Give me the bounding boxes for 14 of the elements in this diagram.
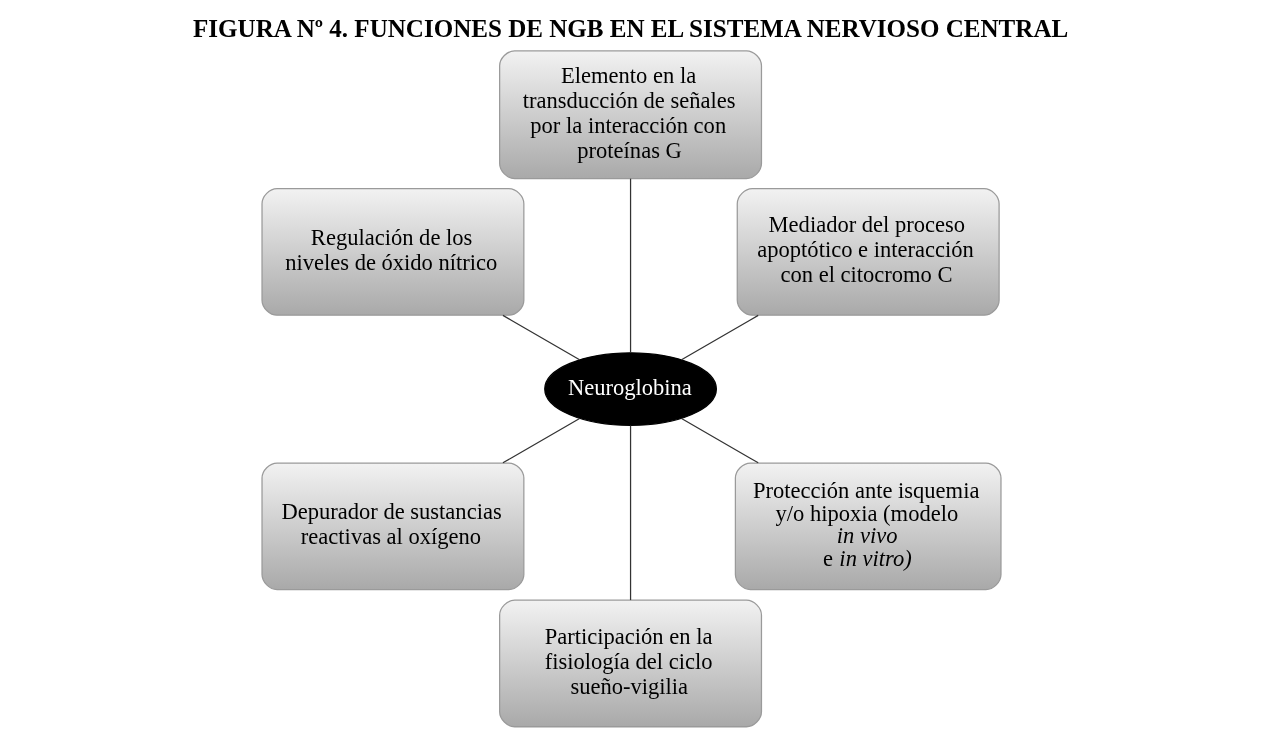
connector xyxy=(629,424,631,601)
connector xyxy=(629,178,631,354)
node-box: Mediador del proceso apoptótico e interacción con el citocromo C xyxy=(736,188,1000,316)
diagram-title: FIGURA Nº 4. FUNCIONES DE NGB EN EL SISTEMA NERVIOSO CENTRAL xyxy=(192,15,1068,43)
connector xyxy=(501,314,580,361)
node-box: Elemento en la transducción de señales por la interacción con proteínas G xyxy=(498,50,762,180)
node-box: Depurador de sustancias reactivas al oxígeno xyxy=(260,462,524,591)
node-box: Protección ante isquemia y/o hipoxia (modelo in vivo e in vitro) xyxy=(734,462,1002,591)
node-ellipse: Neuroglobina xyxy=(543,352,717,427)
node-box: Regulación de los niveles de óxido nítrico xyxy=(260,188,524,316)
connector xyxy=(680,417,759,464)
node-box: Participación en la fisiología del ciclo sueño-vigilia xyxy=(498,599,762,728)
connector xyxy=(680,314,759,361)
connector xyxy=(501,417,580,464)
